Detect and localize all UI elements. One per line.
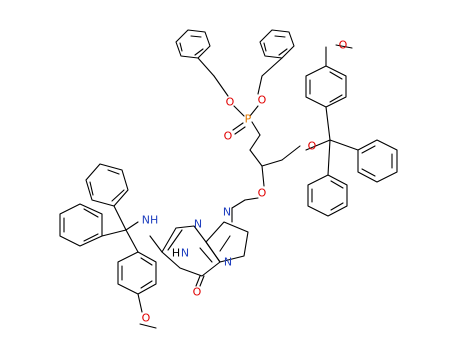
atom-labels: O O O P O O O N N N NH N H O O xyxy=(142,39,348,325)
phenyl-ring-right xyxy=(357,139,398,183)
trityl-ether-oxygen: O xyxy=(308,140,317,153)
methoxy-oxygen-bottom: O xyxy=(142,312,151,325)
imidazole-ring xyxy=(205,221,249,263)
carbonyl-oxygen: O xyxy=(193,286,202,299)
methoxyphenyl-ring-top xyxy=(305,65,347,108)
methoxy-oxygen-top: O xyxy=(339,39,348,52)
phenyl-ring-bottom-right xyxy=(307,174,348,217)
benzyl-ring-right xyxy=(259,29,295,59)
phenyl-ring-upper-left xyxy=(85,163,129,207)
phenyl-ring-left xyxy=(59,203,103,247)
amino-nh-label: NH xyxy=(142,214,159,227)
purine-nitrogen-9: N xyxy=(223,206,231,219)
purine-nitrogen-1: N xyxy=(181,247,189,260)
pyrimidine-ring xyxy=(161,225,221,277)
purine-nitrogen-3: N xyxy=(194,218,202,231)
methoxyphenyl-ring-bottom xyxy=(117,251,157,295)
purine-nitrogen-7: N xyxy=(224,256,232,269)
phosphonate-oxygen-right: O xyxy=(258,94,267,107)
benzyl-ring-left xyxy=(175,29,211,59)
phosphoryl-oxygen: O xyxy=(224,130,233,143)
phosphorus-atom: P xyxy=(245,113,252,126)
phosphonate-oxygen-left: O xyxy=(226,96,235,109)
ether-oxygen: O xyxy=(258,187,267,200)
purine-nh-hydrogen: H xyxy=(172,247,180,260)
